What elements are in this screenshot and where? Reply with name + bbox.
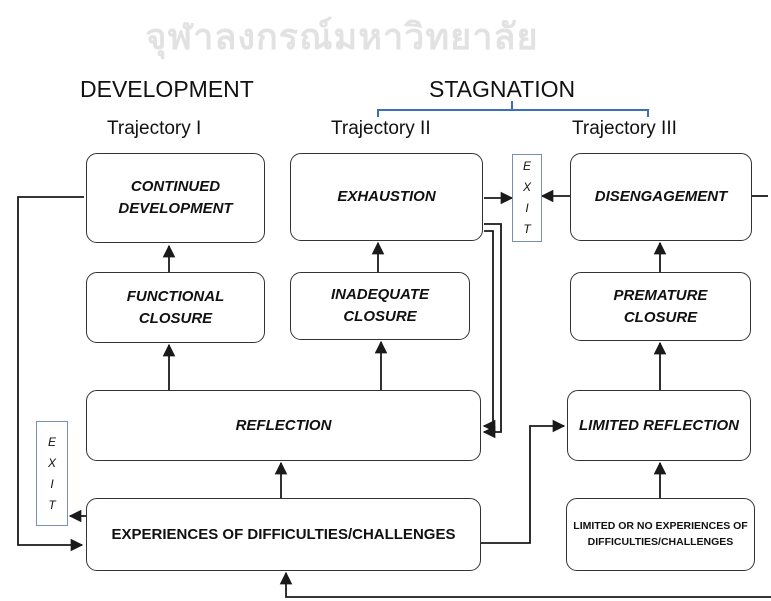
heading-stagnation: STAGNATION <box>429 76 576 102</box>
box-inadequate-closure: INADEQUATE CLOSURE <box>290 272 470 340</box>
arrow-exhaustion-to-reflection-b <box>482 230 496 433</box>
heading-development: DEVELOPMENT <box>80 76 254 102</box>
trajectory-2-label: Trajectory II <box>331 118 431 139</box>
watermark: จุฬาลงกรณ์มหาวิทยาลัย <box>145 17 539 58</box>
box-functional-closure: FUNCTIONAL CLOSURE <box>86 272 265 343</box>
box-reflection: REFLECTION <box>86 390 481 461</box>
exit-box-left: E X I T <box>36 421 68 526</box>
exit-box-top: E X I T <box>512 154 542 242</box>
exit-letter: I <box>50 476 54 491</box>
exit-letter: E <box>47 434 56 449</box>
box-experiences: EXPERIENCES OF DIFFICULTIES/CHALLENGES <box>86 498 481 571</box>
stagnation-bracket <box>377 101 649 117</box>
exit-letter: E <box>522 159 531 173</box>
exit-letter: X <box>47 455 56 470</box>
box-continued-development: CONTINUED DEVELOPMENT <box>86 153 265 243</box>
box-premature-closure: PREMATURE CLOSURE <box>570 272 751 341</box>
exit-letter: T <box>48 497 56 512</box>
exit-letter: T <box>523 222 531 236</box>
arrow-bottom-loop-to-experiences <box>279 571 771 598</box>
trajectory-1-label: Trajectory I <box>107 118 202 139</box>
trajectory-3-label: Trajectory III <box>572 118 677 139</box>
exit-letter: X <box>522 180 531 194</box>
arrow-experiences-to-limited-reflection <box>481 419 566 544</box>
exit-letter: I <box>525 201 529 215</box>
box-limited-reflection: LIMITED REFLECTION <box>567 390 751 461</box>
box-disengagement: DISENGAGEMENT <box>570 153 752 241</box>
box-limited-experiences: LIMITED OR NO EXPERIENCES OF DIFFICULTIE… <box>566 498 755 571</box>
box-exhaustion: EXHAUSTION <box>290 153 483 241</box>
arrow-continued-to-experiences <box>17 196 84 552</box>
